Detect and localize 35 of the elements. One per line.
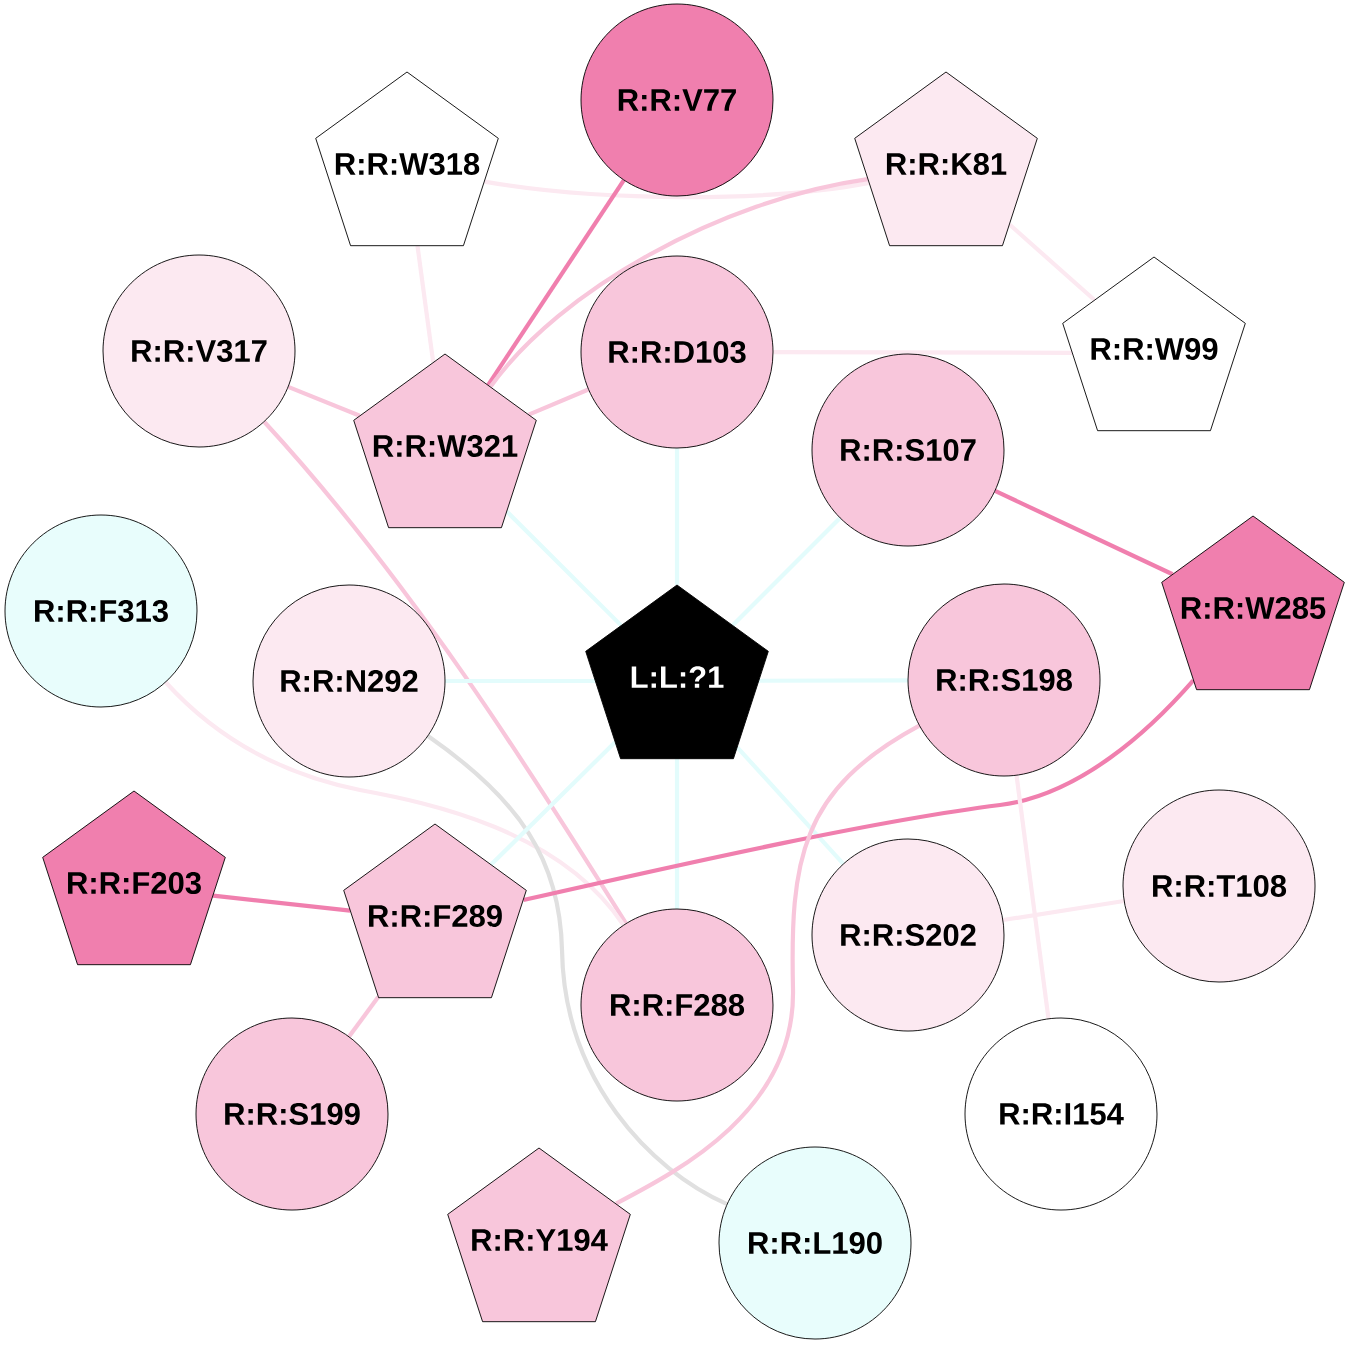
interaction-line bbox=[731, 516, 842, 627]
interaction-line bbox=[1002, 898, 1125, 923]
interaction-line bbox=[522, 678, 1195, 903]
ligand-pentagon: L:L:?1 bbox=[585, 584, 769, 760]
interaction-line bbox=[426, 734, 728, 1206]
interaction-line bbox=[488, 177, 869, 389]
residue-pentagon: R:R:W99 bbox=[1062, 256, 1246, 432]
interaction-line bbox=[347, 995, 380, 1038]
interaction-line bbox=[735, 745, 845, 866]
residue-pentagon: R:R:W321 bbox=[353, 353, 537, 529]
interaction-line bbox=[505, 510, 623, 627]
interaction-line bbox=[1008, 222, 1096, 302]
residue-pentagon: R:R:Y194 bbox=[447, 1147, 631, 1323]
residue-pentagon: R:R:F203 bbox=[42, 790, 226, 966]
interaction-line bbox=[484, 179, 870, 200]
interaction-line bbox=[758, 678, 908, 683]
interaction-line bbox=[486, 179, 626, 387]
interaction-line bbox=[773, 350, 1073, 355]
interaction-line bbox=[674, 448, 680, 585]
interaction-line bbox=[212, 893, 351, 913]
interaction-line bbox=[415, 245, 436, 363]
interaction-line bbox=[674, 758, 680, 909]
residue-pentagon: R:R:W285 bbox=[1161, 515, 1345, 691]
residue-pentagon: R:R:K81 bbox=[854, 71, 1038, 247]
interaction-line bbox=[614, 723, 921, 1206]
interaction-line bbox=[287, 384, 361, 418]
interaction-line bbox=[445, 678, 596, 684]
interaction-line bbox=[164, 680, 626, 927]
residue-pentagon: R:R:W318 bbox=[315, 71, 499, 247]
interaction-line bbox=[994, 489, 1174, 577]
interaction-line bbox=[262, 420, 628, 925]
interaction-line bbox=[489, 740, 617, 867]
interaction-line bbox=[527, 387, 590, 417]
residue-pentagon: R:R:F289 bbox=[343, 823, 527, 999]
interaction-line bbox=[1014, 775, 1051, 1019]
